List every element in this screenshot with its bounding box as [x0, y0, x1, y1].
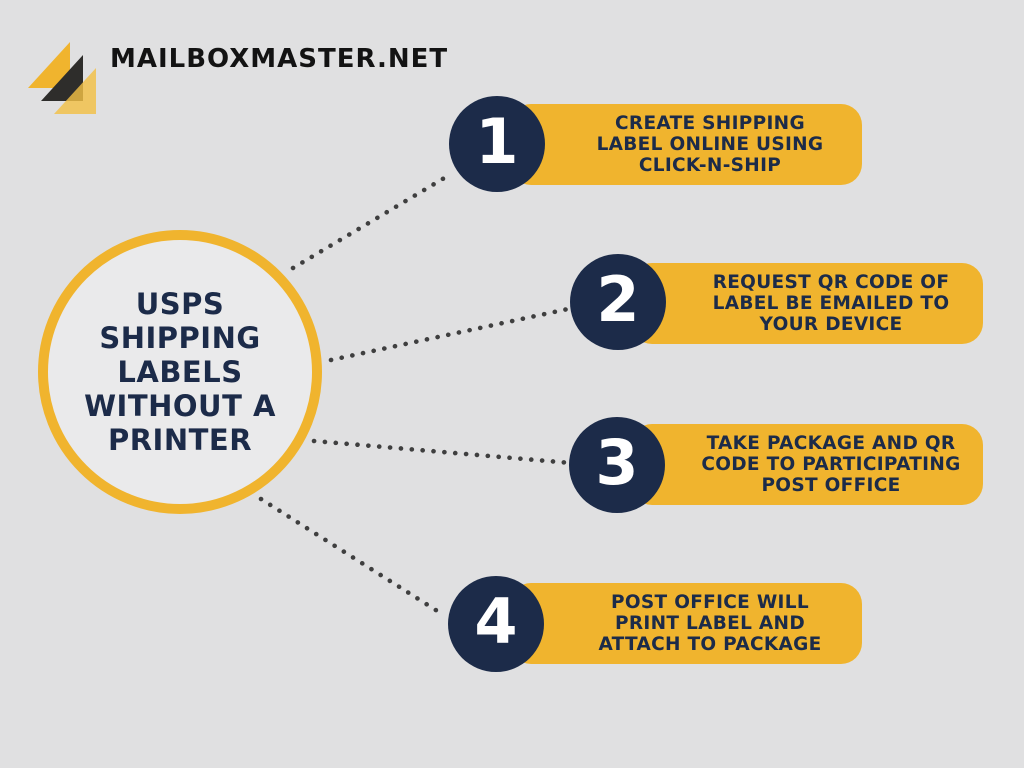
- step-1-number-badge: 1: [449, 96, 545, 192]
- step-2-banner: REQUEST QR CODE OF LABEL BE EMAILED TO Y…: [631, 263, 983, 344]
- connector-dotted-line-3: [311, 438, 574, 466]
- step-2-number: 2: [596, 263, 640, 336]
- step-4-number: 4: [474, 585, 518, 658]
- hub-title-line: WITHOUT A: [84, 389, 276, 423]
- connector-dotted-line-1: [290, 171, 454, 271]
- connector-dotted-line-2: [328, 306, 571, 363]
- step-2-label-line: YOUR DEVICE: [759, 314, 903, 335]
- step-4-label-line: ATTACH TO PACKAGE: [598, 634, 822, 655]
- step-4-banner: POST OFFICE WILL PRINT LABEL AND ATTACH …: [510, 583, 862, 664]
- step-4-label-line: POST OFFICE WILL: [611, 592, 809, 613]
- step-3-label-line: TAKE PACKAGE AND QR: [706, 433, 956, 454]
- hub-circle: USPS SHIPPING LABELS WITHOUT A PRINTER: [38, 230, 322, 514]
- step-3-banner: TAKE PACKAGE AND QR CODE TO PARTICIPATIN…: [631, 424, 983, 505]
- hub-title-line: PRINTER: [107, 423, 253, 457]
- step-2-number-badge: 2: [570, 254, 666, 350]
- step-3-label-line: POST OFFICE: [761, 475, 901, 496]
- hub-title-line: SHIPPING: [99, 321, 261, 355]
- step-1-number: 1: [475, 105, 519, 178]
- step-4-number-badge: 4: [448, 576, 544, 672]
- step-3-number: 3: [595, 426, 639, 499]
- hub-title-line: LABELS: [117, 355, 243, 389]
- step-1-label-line: CREATE SHIPPING: [615, 113, 805, 134]
- step-1-banner: CREATE SHIPPING LABEL ONLINE USING CLICK…: [510, 104, 862, 185]
- step-2-label-line: REQUEST QR CODE OF: [712, 272, 950, 293]
- step-1-label-line: LABEL ONLINE USING: [596, 134, 824, 155]
- brand-name: MAILBOXMASTER.NET: [110, 44, 449, 74]
- hub-title: USPS SHIPPING LABELS WITHOUT A PRINTER: [84, 287, 276, 457]
- step-1-label-line: CLICK-N-SHIP: [638, 155, 782, 176]
- step-3-label-line: CODE TO PARTICIPATING: [701, 454, 961, 475]
- connector-dotted-line-4: [258, 496, 445, 617]
- hub-title-line: USPS: [135, 287, 225, 321]
- step-4-label-line: PRINT LABEL AND: [615, 613, 805, 634]
- step-3-number-badge: 3: [569, 417, 665, 513]
- logo-mark-icon: [28, 40, 138, 118]
- step-2-label-line: LABEL BE EMAILED TO: [712, 293, 950, 314]
